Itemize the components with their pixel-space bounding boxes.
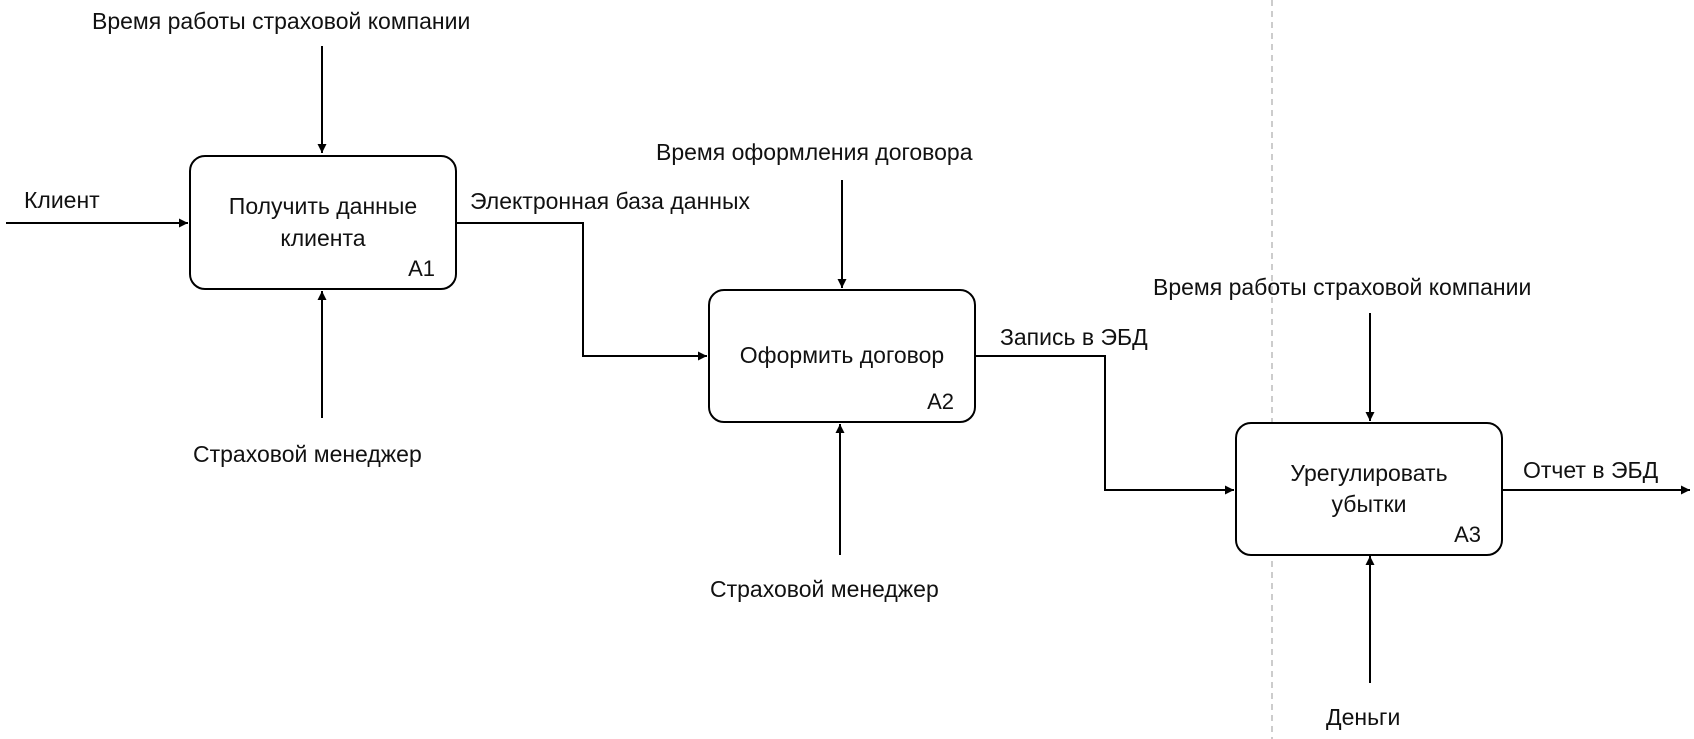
activity-id: A1 — [408, 256, 435, 281]
output-label-a2: Запись в ЭБД — [1000, 324, 1148, 350]
control-label-a3: Время работы страховой компании — [1153, 274, 1532, 300]
activity-box-a2[interactable]: Оформить договор A2 — [708, 289, 976, 423]
output-arrow-a1 — [457, 222, 707, 361]
mechanism-label-a1: Страховой менеджер — [193, 441, 422, 467]
activity-id: A3 — [1454, 522, 1481, 547]
mechanism-label-a2: Страховой менеджер — [710, 576, 939, 602]
output-arrow-a2 — [976, 355, 1234, 495]
activity-box-a3[interactable]: Урегулировать убытки A3 — [1235, 422, 1503, 556]
output-label-a1: Электронная база данных — [470, 188, 751, 214]
activity-title: Урегулировать убытки — [1290, 459, 1448, 517]
activity-box-a1[interactable]: Получить данные клиента A1 — [189, 155, 457, 290]
control-label-a1: Время работы страховой компании — [92, 8, 471, 34]
activity-id: A2 — [927, 389, 954, 414]
activity-title: Оформить договор — [739, 342, 945, 369]
input-label-a1: Клиент — [24, 187, 100, 213]
activity-title: Получить данные клиента — [228, 193, 418, 251]
control-label-a2: Время оформления договора — [656, 139, 973, 165]
mechanism-label-a3: Деньги — [1326, 704, 1401, 730]
output-label-a3: Отчет в ЭБД — [1523, 457, 1659, 483]
